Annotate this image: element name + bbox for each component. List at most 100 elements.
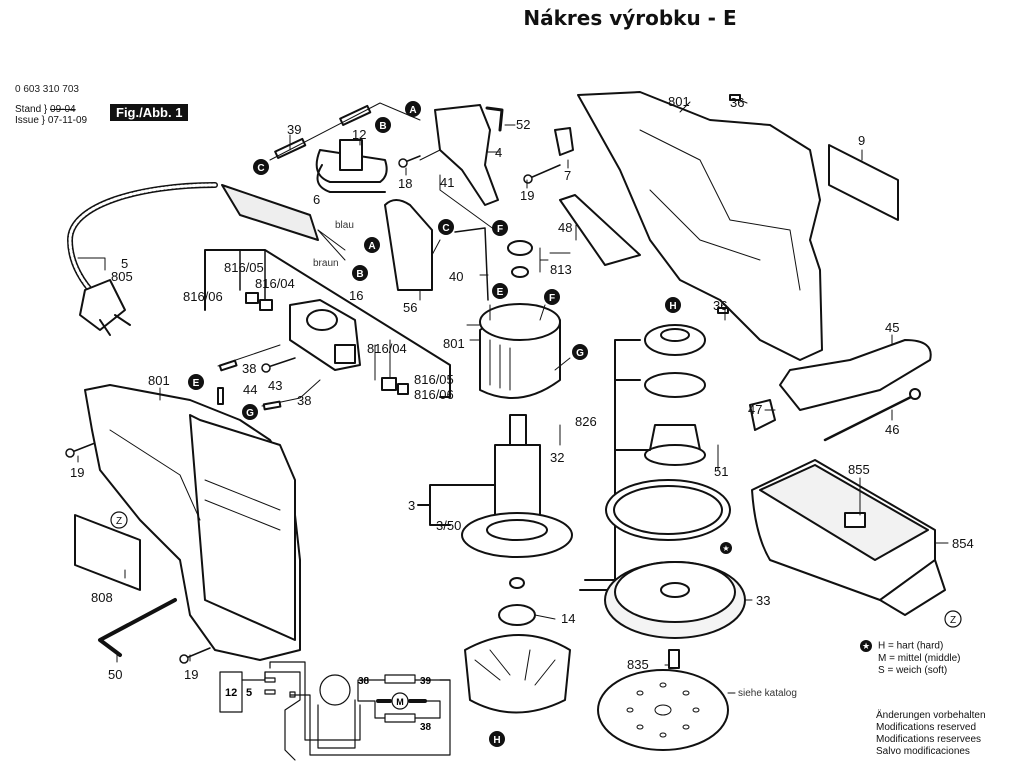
issue-date: 07-11-09 [47,115,88,126]
page-title: Nákres výrobku - E [523,6,737,30]
bearing-14 [509,577,525,589]
switch-assembly [269,102,504,231]
issue-label: Issue [15,115,39,126]
svg-text:C: C [442,223,449,234]
part-label: 47 [748,402,762,417]
stand-label: Stand [15,104,42,115]
modification-notes: Änderungen vorbehalten Modifications res… [876,710,986,758]
callout-badge: C [438,219,454,235]
legend-row: M = mittel (middle) [860,653,961,665]
part-label: 813 [550,262,572,277]
schematic-label: 38 [358,676,370,687]
armature [417,414,573,558]
knob [749,399,776,431]
callout-badge: A [405,101,421,117]
part-label: 6 [313,192,320,207]
callout-badge: C [253,159,269,175]
motor-symbol: M [396,697,404,707]
label-plate [828,144,899,221]
part-label: 19 [70,465,84,480]
wire-40 [454,227,489,301]
part-label: 5 [121,256,128,271]
part-label: 12 [352,127,366,142]
part-label: 38 [297,393,311,408]
part-label: 801 [443,336,465,351]
callout-badge: B [375,117,391,133]
svg-text:F: F [497,224,503,235]
part-label: 854 [952,536,974,551]
callouts: A B C A B C F E F G E G H H Z Z [110,101,962,747]
callout-badge: F [492,220,508,236]
switch-module-16 [204,249,451,398]
part-label: 9 [858,133,865,148]
svg-text:H: H [669,301,676,312]
leader-lines [77,99,949,694]
front-handle [779,339,932,411]
star-icon: ★ [860,640,872,652]
allen-key [98,598,177,657]
part-label: 835 [627,657,649,672]
screws [65,155,561,664]
part-label: 801 [668,94,690,109]
part-label: 40 [449,269,463,284]
part-label: 816/06 [414,387,454,402]
part-number: 0 603 310 703 [15,84,79,95]
hardness-legend: ★H = hart (hard) M = mittel (middle) S =… [860,640,961,677]
part-label: 3/50 [436,518,461,533]
bearing-813 [507,240,533,256]
legend-row: S = weich (soft) [860,665,961,677]
wire-label-braun: braun [313,258,339,269]
part-label: 19 [184,667,198,682]
legend-row: ★H = hart (hard) [860,640,961,653]
part-label: 805 [111,269,133,284]
legend-item: S = weich (soft) [878,664,948,676]
figure-label: Fig./Abb. 1 [110,104,189,121]
callout-badge: E [188,374,204,390]
callout-badge: A [364,237,380,253]
part-label: 14 [561,611,575,626]
part-label: 826 [575,414,597,429]
part-label: 801 [148,373,170,388]
part-label: 56 [403,300,417,315]
stand-issue-block: Stand } 09-04 Issue } 07-11-09 [15,104,88,126]
screw-835 [668,649,680,669]
svg-text:G: G [246,408,254,419]
callout-badge: G [242,404,258,420]
svg-text:★: ★ [722,544,729,553]
part-label: 44 [243,382,257,397]
schematic-label: 39 [420,676,432,687]
part-label: 50 [108,667,122,682]
callout-badge-outline: Z [110,511,128,529]
svg-text:B: B [356,269,363,280]
dust-box [751,459,946,616]
schematic-label: 5 [246,687,252,699]
note-line: Salvo modificaciones [876,746,970,757]
part-label: 36 [713,298,727,313]
part-label: 816/05 [414,372,454,387]
callout-badge: B [352,265,368,281]
part-label: 18 [398,176,412,191]
part-label: 52 [516,117,530,132]
callout-badge: H [489,731,505,747]
part-label: 43 [268,378,282,393]
part-label: 46 [885,422,899,437]
part-label: 41 [440,175,454,190]
part-label: siehe katalog [738,688,797,699]
svg-text:E: E [497,287,504,298]
part-label: 816/05 [224,260,264,275]
callout-badge: H [665,297,681,313]
part-label: 808 [91,590,113,605]
schematic-label: 38 [420,722,432,733]
note-line: Modifications reserved [876,722,977,733]
callout-badge-outline: Z [944,610,962,628]
star-marker [720,542,732,554]
svg-text:A: A [409,105,416,116]
part-label: 36 [730,95,744,110]
part-label: 32 [550,450,564,465]
svg-text:C: C [257,163,264,174]
wiring-schematic [219,661,451,761]
brush-cover [384,199,433,291]
legend-item: M = mittel (middle) [878,652,961,664]
housing-half-right [577,91,823,361]
